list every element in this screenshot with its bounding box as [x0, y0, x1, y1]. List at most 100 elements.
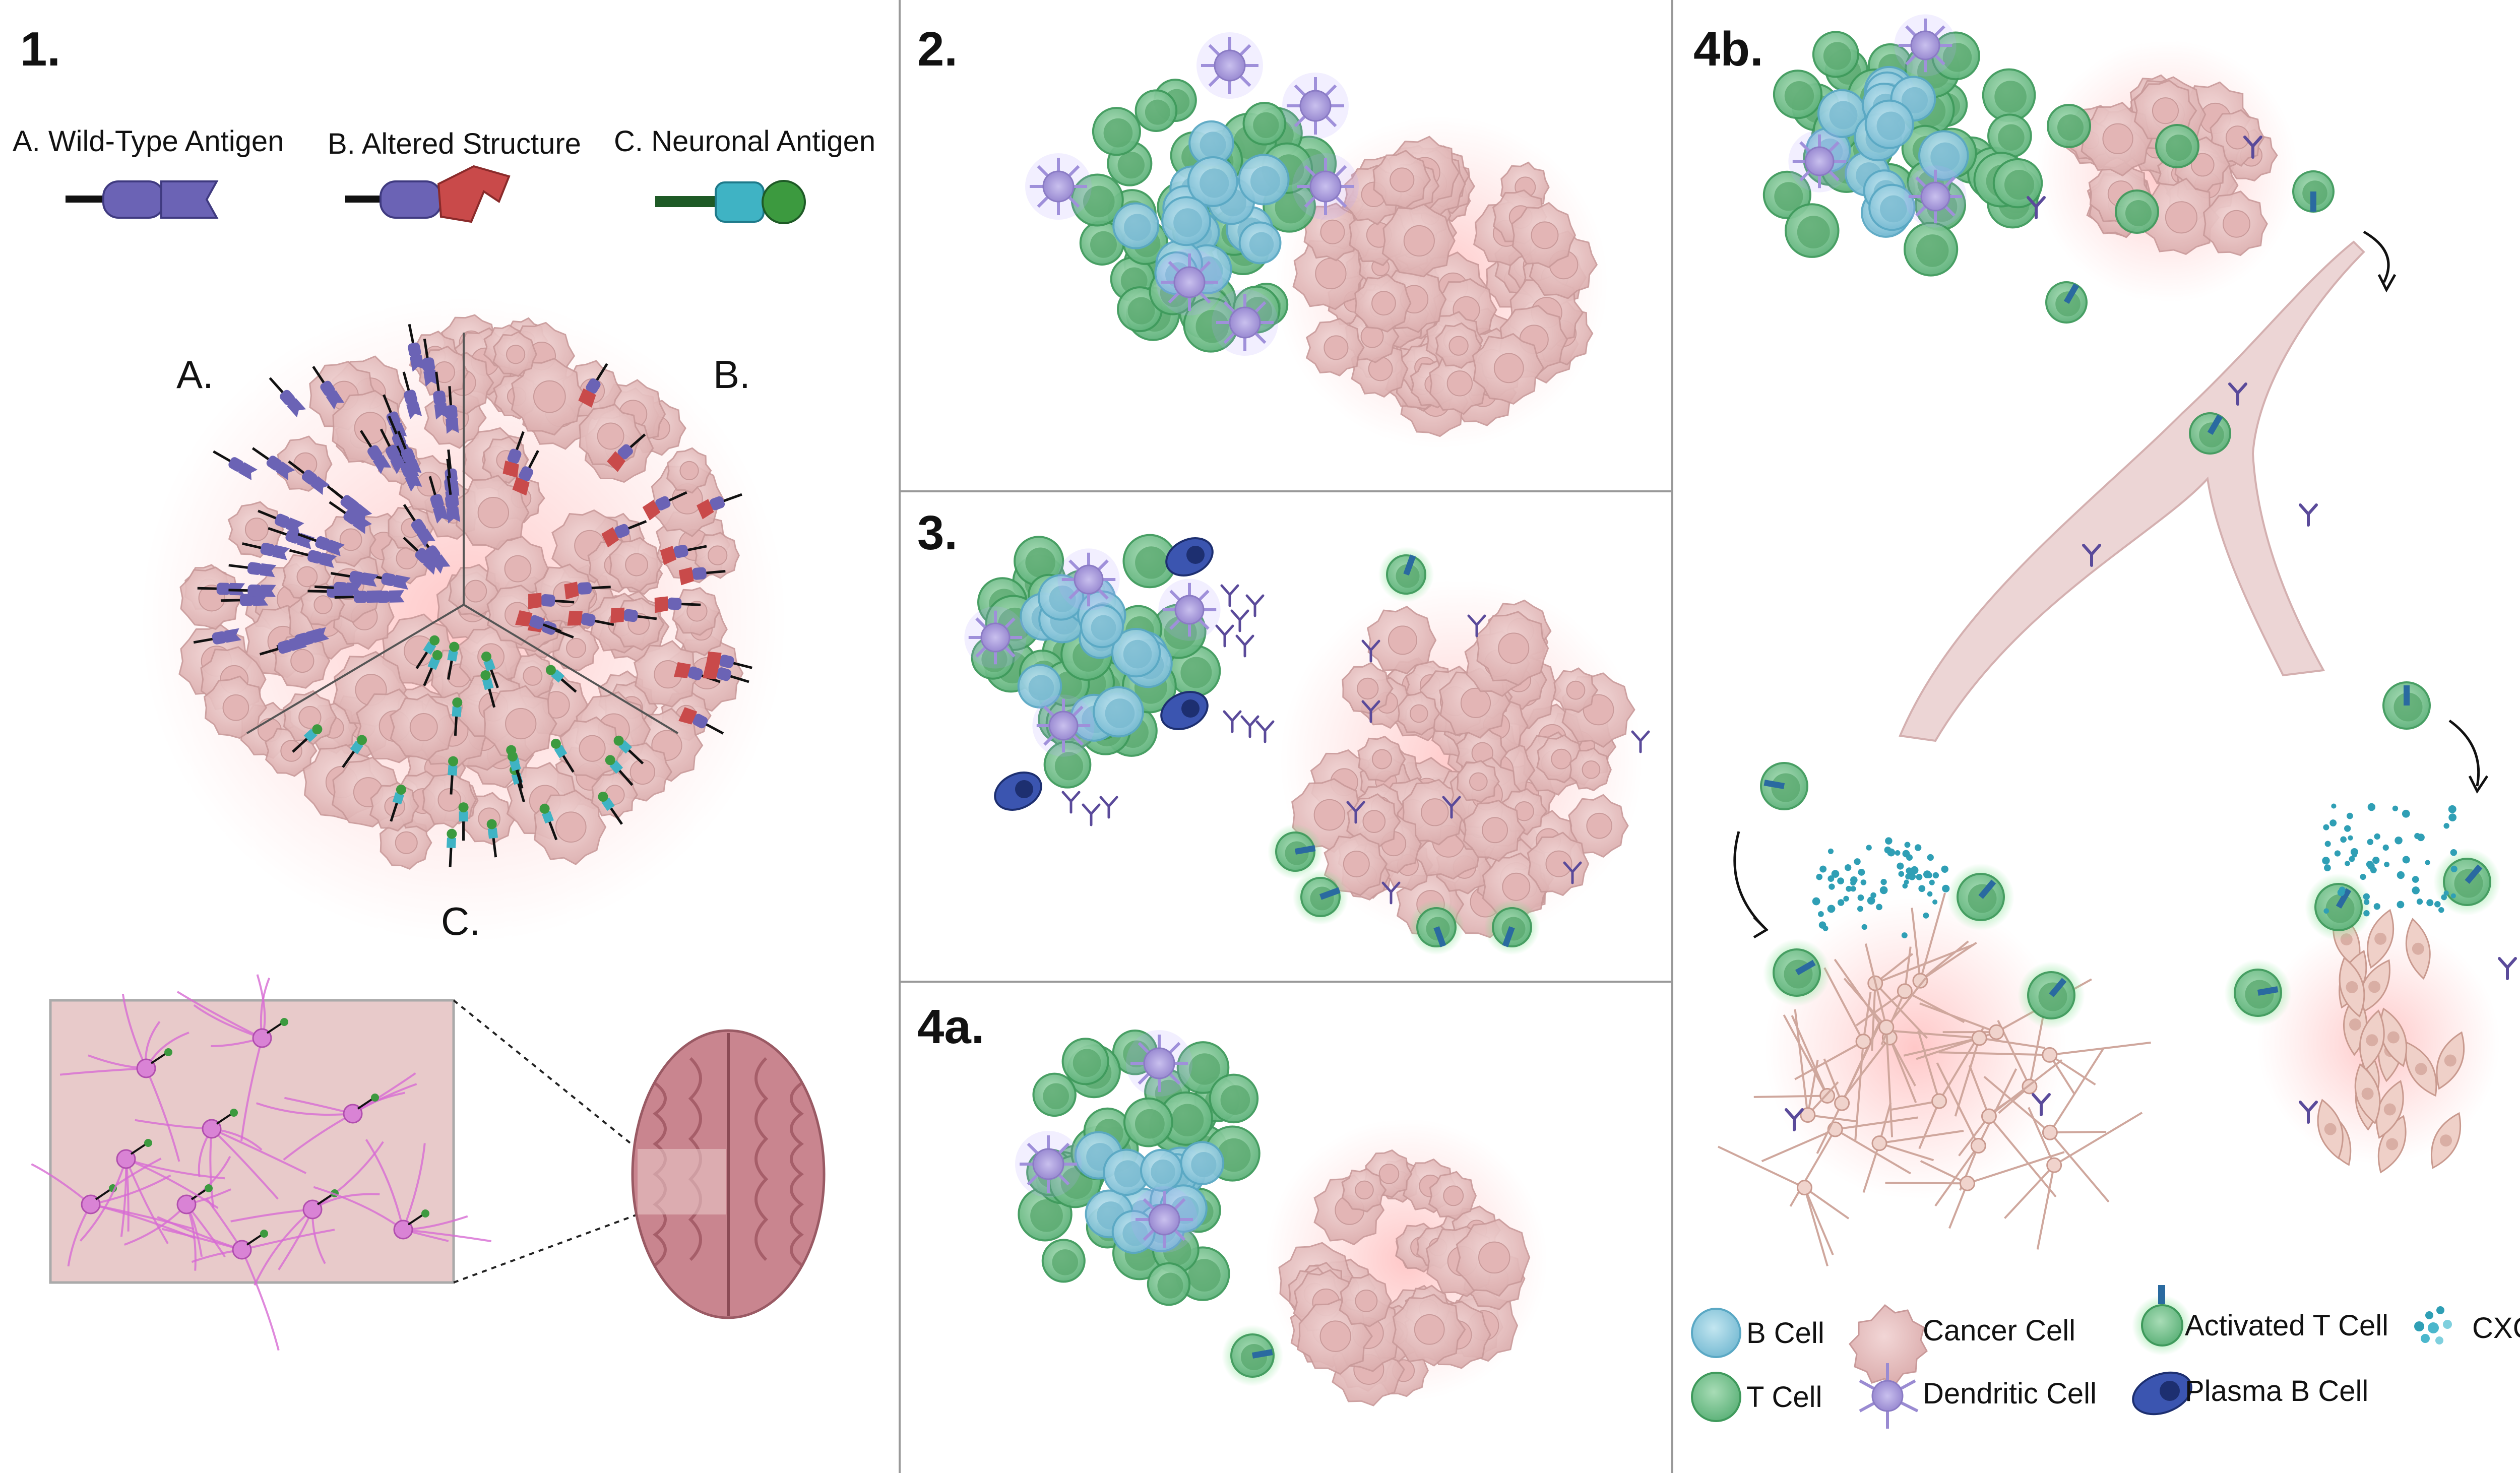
- altered-antigen: [528, 593, 575, 609]
- t-cell: [1762, 170, 1811, 219]
- neural-tumor-cell: [1959, 1175, 1975, 1191]
- cxcl10-dot: [1828, 875, 1835, 882]
- cxcl10-dot: [2426, 899, 2434, 907]
- cancer-cell: [483, 685, 557, 762]
- activated-t-cell: [1267, 823, 1324, 880]
- t-cell-receptor: [1978, 879, 1996, 899]
- activated-t-cell: [2305, 873, 2372, 941]
- neuron-inset: [31, 974, 492, 1351]
- t-cell-receptor: [1502, 926, 1515, 947]
- panel-4a-number: 4a.: [917, 1000, 984, 1054]
- neuronal-antigen: [480, 670, 496, 708]
- cancer-cell: [666, 447, 712, 494]
- t-cell: [1014, 536, 1064, 587]
- antibody: [1220, 584, 1239, 607]
- cxcl10-dot: [1923, 912, 1929, 919]
- neuron: [202, 1119, 222, 1139]
- cxcl10-dot: [1895, 850, 1901, 856]
- t-cell: [1043, 740, 1092, 789]
- dendritic-cell: [1196, 32, 1263, 99]
- panel-2-number: 2.: [917, 22, 958, 76]
- cxcl10-dot: [2414, 832, 2421, 840]
- wildtype-antigen: [330, 570, 379, 587]
- wildtype-antigen: [259, 635, 307, 656]
- cxcl10-dot: [2367, 803, 2376, 811]
- cancer-cell: [484, 535, 549, 602]
- cxcl10-dot: [1870, 892, 1876, 899]
- sector-c-label: C.: [441, 899, 480, 943]
- t-cell: [1061, 1038, 1109, 1085]
- cxcl10-dot: [2412, 876, 2419, 883]
- dendritic-cell: [1032, 694, 1095, 757]
- t-cell: [1079, 220, 1125, 266]
- antibody: [1255, 720, 1275, 743]
- antibody: [2027, 196, 2046, 219]
- panel-3-number: 3.: [917, 506, 958, 560]
- dendritic-cell: [1212, 289, 1278, 356]
- t-cell: [1204, 1125, 1261, 1182]
- wildtype-antigen: [297, 533, 345, 556]
- t-cell-receptor: [2063, 283, 2080, 304]
- cxcl10-dot: [1929, 879, 1935, 885]
- legend-cancer-cell-label: Cancer Cell: [1923, 1314, 2075, 1347]
- neural-tumor-cell: [1970, 1138, 1986, 1154]
- antibody: [1223, 710, 1242, 733]
- dendritic-cell: [1057, 548, 1120, 611]
- antibody: [1361, 639, 1380, 663]
- t-cell: [1209, 1073, 1259, 1124]
- t-cell: [1982, 68, 2036, 122]
- cancer-cell: [1354, 273, 1412, 333]
- b-cell: [1161, 196, 1212, 246]
- cxcl10-dot: [1857, 894, 1864, 901]
- antibody: [2243, 136, 2262, 159]
- dendritic-cell: [1894, 14, 1957, 77]
- dendritic-cell: [1904, 165, 1967, 228]
- cxcl10-dot: [2373, 903, 2380, 910]
- antibody: [1442, 796, 1461, 819]
- cxcl10-dot: [2322, 857, 2330, 865]
- wildtype-antigen: [258, 509, 304, 535]
- t-cell-receptor: [2404, 685, 2410, 706]
- altered-antigen: [515, 610, 562, 633]
- t-cell-receptor: [1403, 554, 1416, 576]
- cancer-cell: [534, 789, 607, 865]
- blood-vessel: [1899, 240, 2365, 742]
- t-cell: [1123, 1097, 1173, 1147]
- wildtype-antigen: [228, 562, 277, 578]
- neural-tumor-cell: [1827, 1121, 1843, 1137]
- antibody: [1361, 700, 1380, 723]
- cxcl10-dot: [2392, 805, 2399, 811]
- antibody: [1099, 796, 1118, 819]
- wildtype-antigen: [402, 371, 422, 419]
- neuronal-antigen: [452, 697, 463, 736]
- altered-antigen: [673, 662, 721, 683]
- t-cell: [1812, 31, 1859, 78]
- legend-activated-t-cell: Activated T Cell: [2132, 1285, 2388, 1356]
- wildtype-antigen: [197, 583, 245, 596]
- dendritic-cell: [1015, 1131, 1082, 1197]
- cxcl10-dot: [1843, 895, 1849, 902]
- dendritic-cell: [1126, 1030, 1192, 1097]
- t-cell-receptor: [1433, 926, 1446, 947]
- cancer-cell: [1339, 1273, 1392, 1327]
- cxcl10-dot: [1879, 886, 1888, 894]
- cxcl10-dot: [1861, 924, 1867, 930]
- panel-4b: 4b.: [1693, 14, 2517, 1267]
- neuronal-antigen: [545, 665, 577, 693]
- b-cell: [1238, 154, 1290, 206]
- t-cell: [1992, 158, 2043, 209]
- legend-cancer-cell: Cancer Cell: [1849, 1304, 2075, 1385]
- t-cell-receptor: [2257, 986, 2279, 996]
- cancer-cell: [2202, 190, 2268, 257]
- cancer-cell: [1292, 236, 1367, 310]
- cxcl10-dot: [1906, 854, 1913, 861]
- altered-antigen: [564, 582, 611, 600]
- neural-tumor-cell: [1878, 1019, 1895, 1035]
- neural-tumor-cell: [1971, 1030, 1987, 1046]
- cxcl10-dot: [2349, 856, 2355, 862]
- wildtype-antigen: [403, 504, 435, 548]
- antibody: [1082, 803, 1101, 826]
- cancer-cell: [1341, 1168, 1387, 1213]
- wildtype-antigen: [408, 324, 425, 372]
